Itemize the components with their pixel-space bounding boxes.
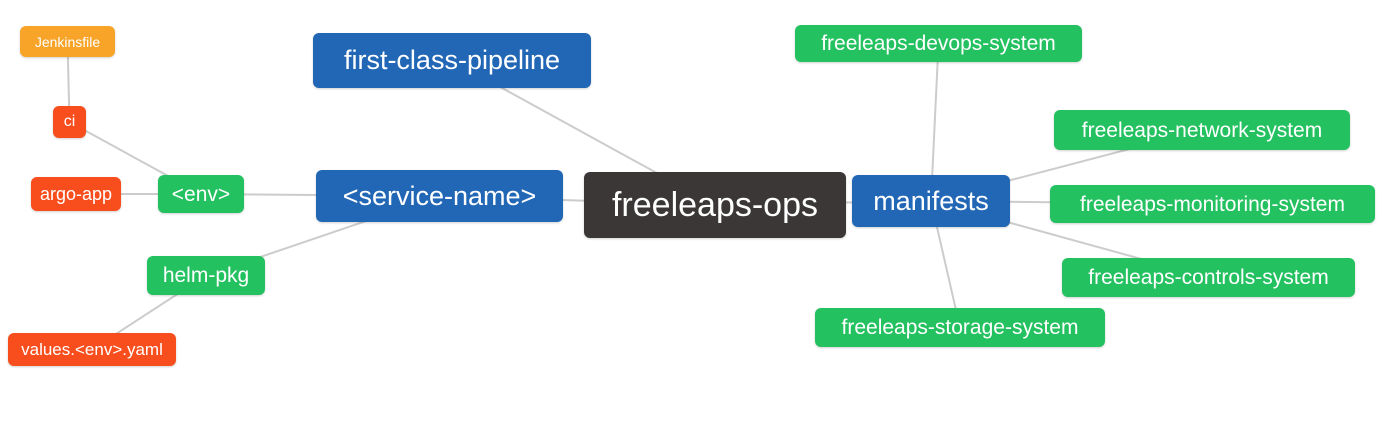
edge-manifests-to-freeleaps-devops-system <box>930 43 940 202</box>
node-freeleaps-controls-system[interactable]: freeleaps-controls-system <box>1062 258 1355 297</box>
node-helm-pkg[interactable]: helm-pkg <box>147 256 265 295</box>
node-env[interactable]: <env> <box>158 175 244 213</box>
node-service-name[interactable]: <service-name> <box>316 170 563 222</box>
node-freeleaps-monitoring-system[interactable]: freeleaps-monitoring-system <box>1050 185 1375 223</box>
node-ci[interactable]: ci <box>53 106 86 138</box>
node-argo-app[interactable]: argo-app <box>31 177 121 211</box>
node-first-class-pipeline[interactable]: first-class-pipeline <box>313 33 591 88</box>
node-jenkinsfile[interactable]: Jenkinsfile <box>20 26 115 57</box>
node-freeleaps-devops-system[interactable]: freeleaps-devops-system <box>795 25 1082 62</box>
node-freeleaps-network-system[interactable]: freeleaps-network-system <box>1054 110 1350 150</box>
node-manifests[interactable]: manifests <box>852 175 1010 227</box>
node-freeleaps-ops[interactable]: freeleaps-ops <box>584 172 846 238</box>
node-values-env-yaml[interactable]: values.<env>.yaml <box>8 333 176 366</box>
node-freeleaps-storage-system[interactable]: freeleaps-storage-system <box>815 308 1105 347</box>
